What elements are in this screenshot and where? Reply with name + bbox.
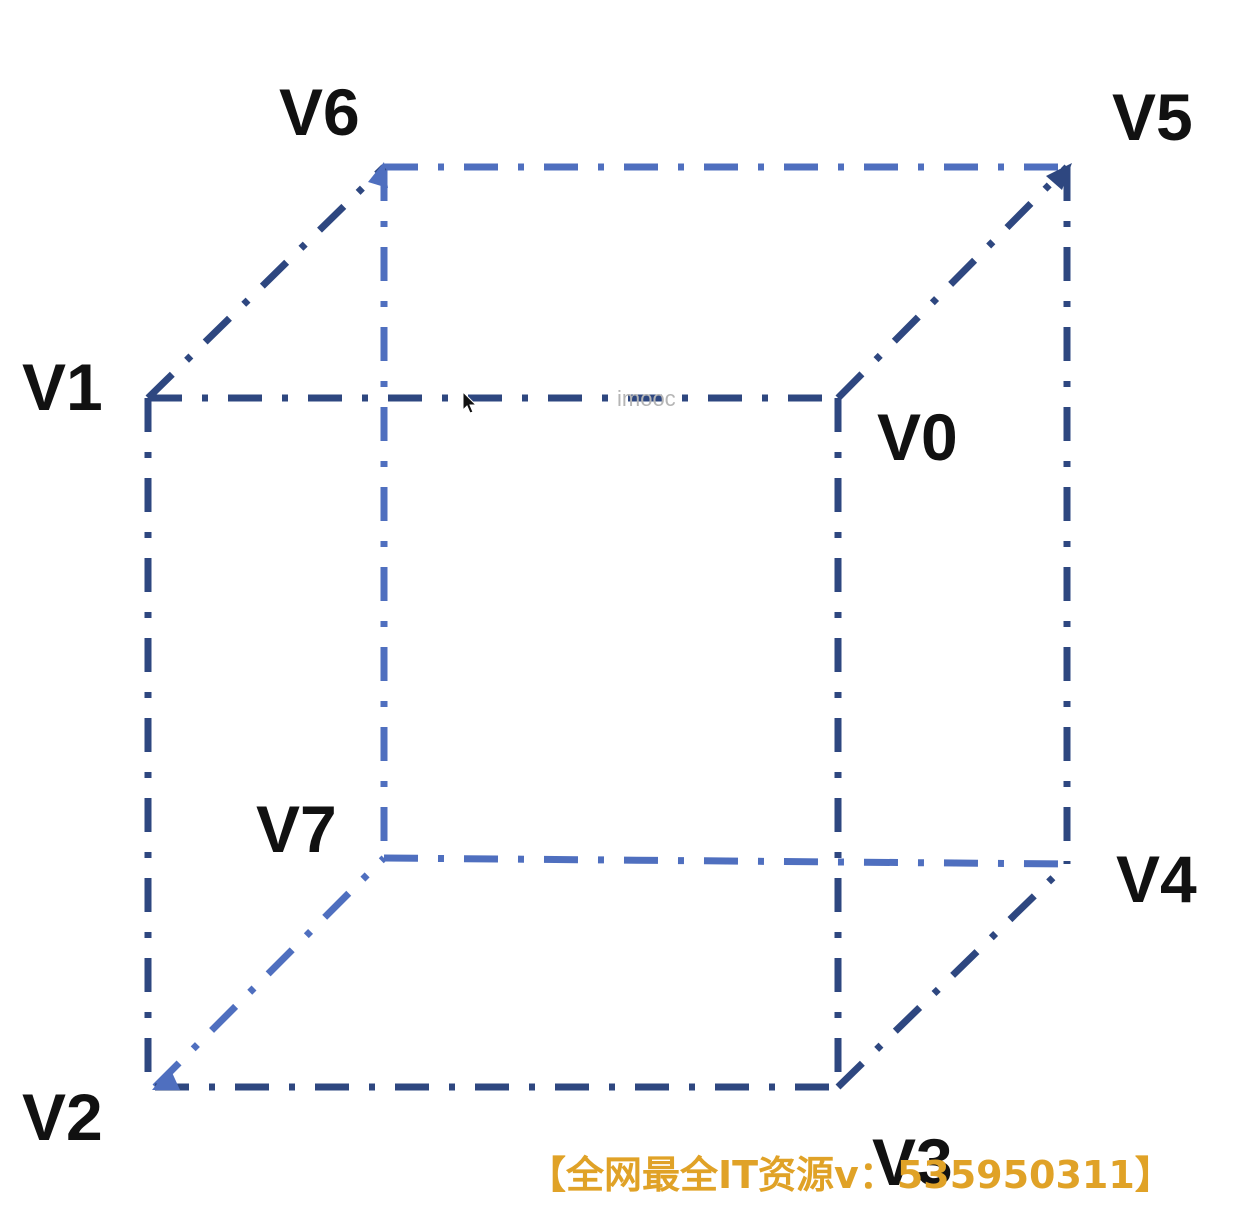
vertex-label-v5: V5: [1112, 80, 1193, 154]
edge-v0-v5: [835, 164, 1070, 401]
watermark-text: imooc: [617, 386, 676, 411]
corner-v2-accent: [152, 1068, 180, 1090]
promo-banner-text: 【全网最全IT资源v：535950311】: [528, 1153, 1173, 1197]
vertex-label-v0: V0: [877, 400, 958, 474]
edge-v7-v4: [383, 854, 1068, 868]
edge-v3-v4: [835, 861, 1070, 1090]
edge-v2-v7: [152, 855, 387, 1090]
edge-v1-v6: [145, 164, 387, 401]
corner-v6-accent: [368, 162, 388, 188]
vertex-label-v4: V4: [1116, 842, 1197, 916]
vertex-label-v6: V6: [279, 75, 360, 149]
vertex-label-v3: V3: [872, 1125, 953, 1199]
mouse-cursor-icon: [462, 390, 478, 414]
vertex-label-v7: V7: [256, 792, 337, 866]
vertex-label-v1: V1: [22, 350, 103, 424]
vertex-label-v2: V2: [22, 1080, 103, 1154]
corner-v5-accent: [1046, 163, 1072, 190]
